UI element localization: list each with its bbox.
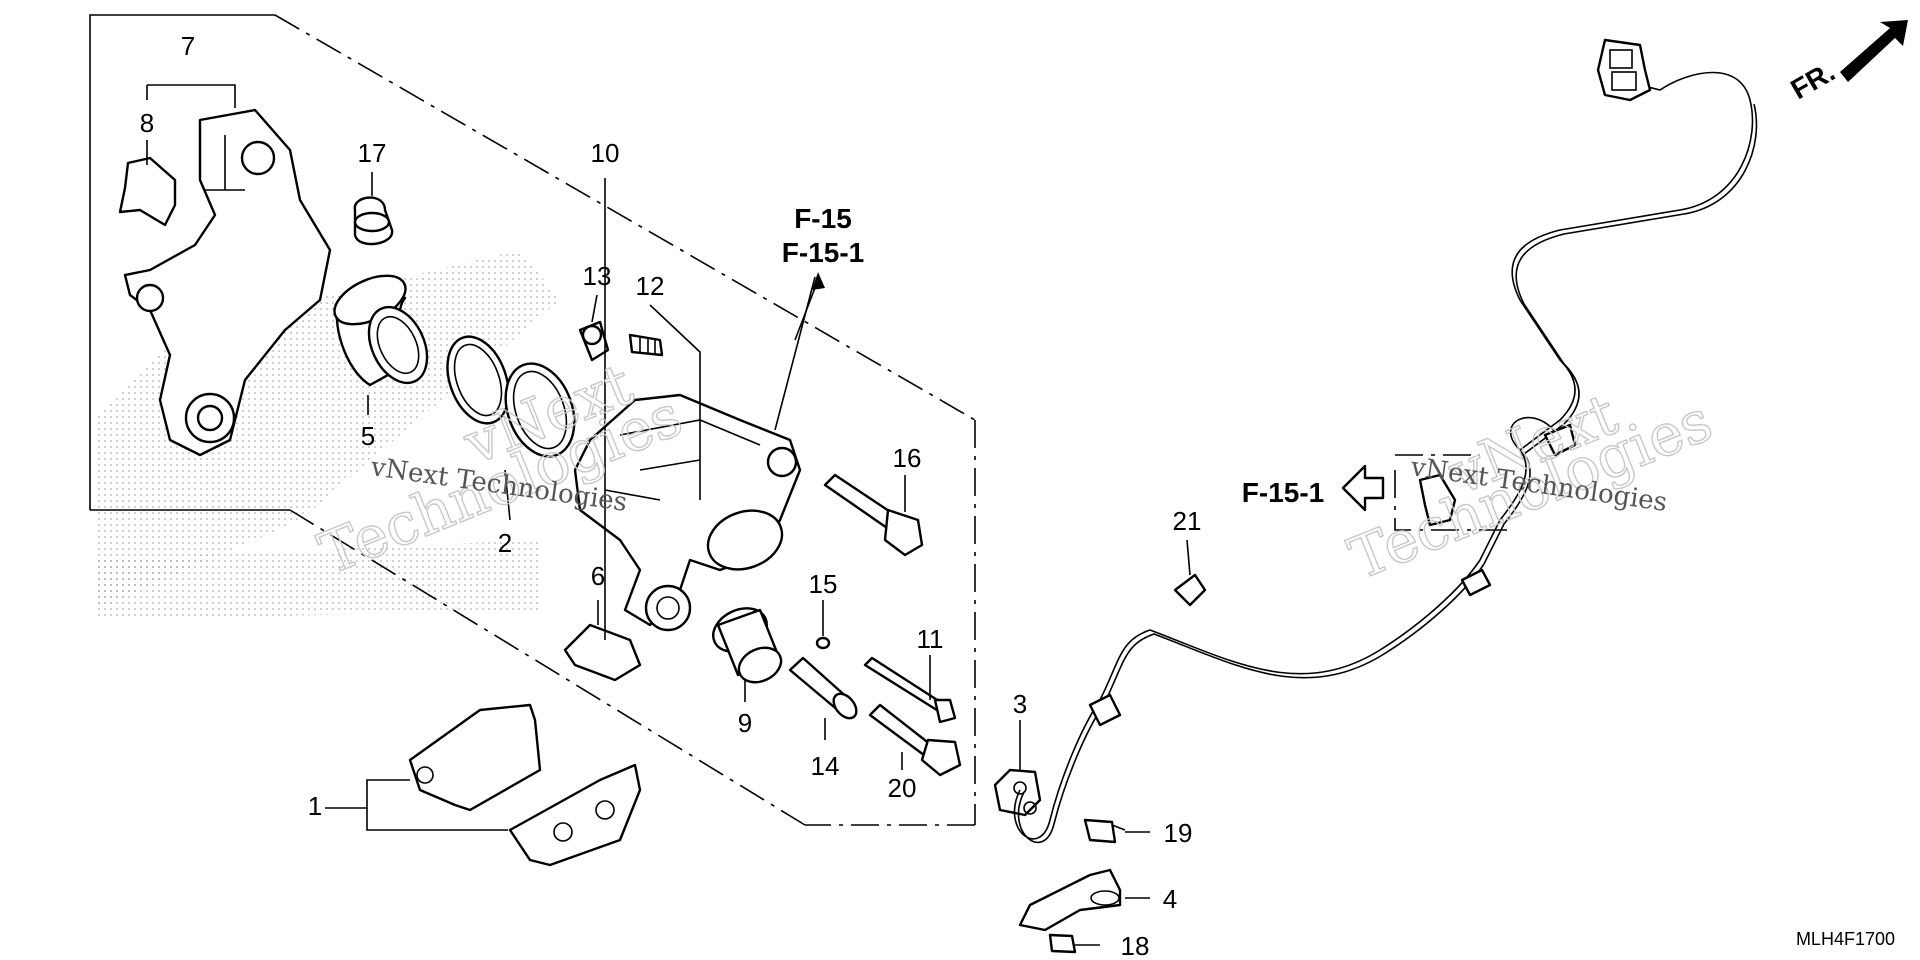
ref-box-f151: [1394, 454, 1510, 531]
bleeder-cap: [578, 320, 610, 362]
callout-12: 12: [636, 271, 665, 301]
assembly-outline: [89, 14, 976, 826]
o-ring: [815, 636, 831, 650]
callout-5: 5: [361, 421, 375, 451]
bolt-18: [1048, 933, 1077, 954]
callout-2: 2: [498, 528, 512, 558]
front-arrow-icon: [1840, 20, 1908, 82]
callout-6: 6: [591, 561, 605, 591]
callout-numbers: 1 2 3 4 5 6 7 8 9 10 11 12 13 14 15 16 1…: [140, 31, 1202, 960]
callout-15: 15: [809, 569, 838, 599]
callout-8: 8: [140, 108, 154, 138]
ref-label-f151-top: F-15-1: [782, 237, 864, 268]
callout-20: 20: [888, 773, 917, 803]
front-label: FR.: [1786, 56, 1841, 105]
caliper-bolt: [868, 703, 962, 777]
cable-clip: [1173, 573, 1207, 607]
ref-arrow-f15: [794, 272, 825, 341]
pad-spring: [118, 156, 177, 227]
bolt-19: [1083, 818, 1126, 844]
callout-9: 9: [738, 708, 752, 738]
callout-1: 1: [308, 791, 322, 821]
drawing-code: MLH4F1700: [1796, 929, 1895, 949]
piston-seals: [446, 335, 576, 458]
pad-retainer: [563, 623, 642, 682]
caliper-body: [573, 393, 802, 632]
callout-18: 18: [1121, 931, 1150, 960]
sensor-connector: [1596, 38, 1652, 102]
reference-labels: F-15 F-15-1 F-15-1 FR. MLH4F1700: [782, 56, 1895, 949]
pin-boot: [712, 607, 783, 684]
callout-14: 14: [811, 751, 840, 781]
ref-arrow-f151: [1341, 464, 1385, 512]
caliper-bracket: [123, 108, 332, 457]
ref-label-f15: F-15: [794, 203, 852, 234]
bleeder-screw: [628, 333, 664, 357]
sensor-cable: [1013, 71, 1758, 844]
boot: [353, 196, 394, 246]
callout-16: 16: [893, 443, 922, 473]
callout-19: 19: [1164, 818, 1193, 848]
ref-label-f151-side: F-15-1: [1242, 477, 1324, 508]
piston: [333, 274, 429, 387]
callout-10: 10: [591, 138, 620, 168]
callout-11: 11: [917, 624, 944, 654]
callout-21: 21: [1173, 506, 1202, 536]
sleeve-bolt: [823, 473, 924, 557]
caliper-pin: [863, 656, 957, 724]
callout-17: 17: [358, 138, 387, 168]
callout-13: 13: [583, 261, 612, 291]
callout-3: 3: [1013, 689, 1027, 719]
callout-7: 7: [181, 31, 195, 61]
leader-lines: [146, 84, 1191, 946]
wheel-speed-sensor: [993, 768, 1042, 817]
callout-4: 4: [1163, 884, 1177, 914]
sensor-bracket: [1018, 868, 1122, 932]
brake-pads: [408, 703, 642, 867]
pin-collar: [788, 656, 858, 720]
